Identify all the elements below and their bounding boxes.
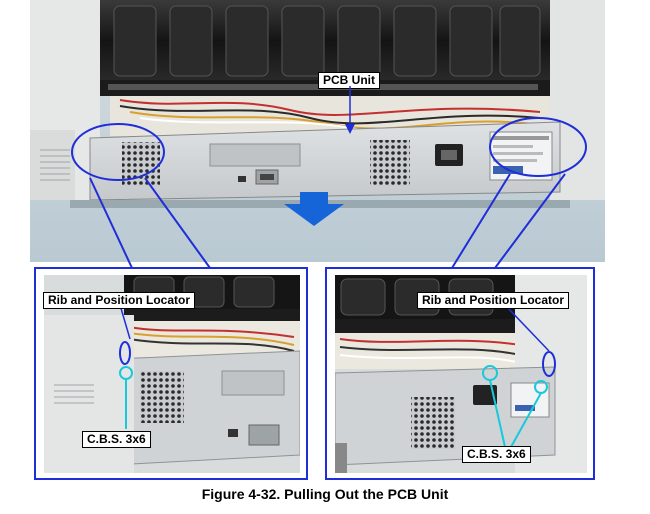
- pcb-unit-pointer: [345, 86, 355, 134]
- screw-callout-left: C.B.S. 3x6: [82, 431, 151, 448]
- figure-caption: Figure 4-32. Pulling Out the PCB Unit: [201, 486, 449, 502]
- detail-right-frame: Rib and Position Locator C.B.S. 3x6: [325, 267, 595, 480]
- pcb-unit-callout: PCB Unit: [318, 72, 380, 89]
- rib-locator-callout-left: Rib and Position Locator: [43, 292, 196, 309]
- detail-left-markers: [119, 304, 133, 429]
- rib-locator-callout-right: Rib and Position Locator: [417, 292, 570, 309]
- screw-callout-right: C.B.S. 3x6: [462, 446, 531, 463]
- pull-out-arrow-icon: [284, 192, 344, 226]
- detail-right-markers: [482, 304, 556, 448]
- detail-left-frame: Rib and Position Locator C.B.S. 3x6: [34, 267, 308, 480]
